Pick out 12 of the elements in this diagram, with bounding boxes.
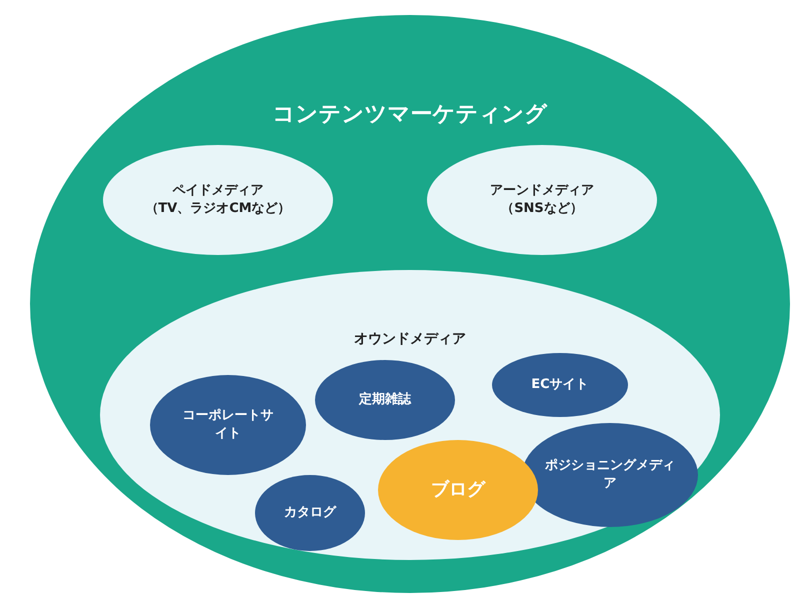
node-label: ECサイト	[531, 376, 589, 394]
node-label: （SNSなど）	[501, 200, 583, 218]
node-label: ポジショニングメディア	[545, 457, 675, 493]
node-label: （TV、ラジオCMなど）	[145, 200, 291, 218]
heading: オウンドメディア	[354, 330, 466, 349]
node-label: コーポレートサイト	[182, 407, 274, 443]
node-label: 定期雑誌	[359, 391, 411, 409]
node-label: ブログ	[431, 478, 485, 502]
node-label: アーンドメディア	[490, 182, 594, 200]
heading: コンテンツマーケティング	[272, 101, 548, 129]
node-label: ペイドメディア	[172, 182, 264, 200]
node-label: カタログ	[284, 504, 336, 522]
